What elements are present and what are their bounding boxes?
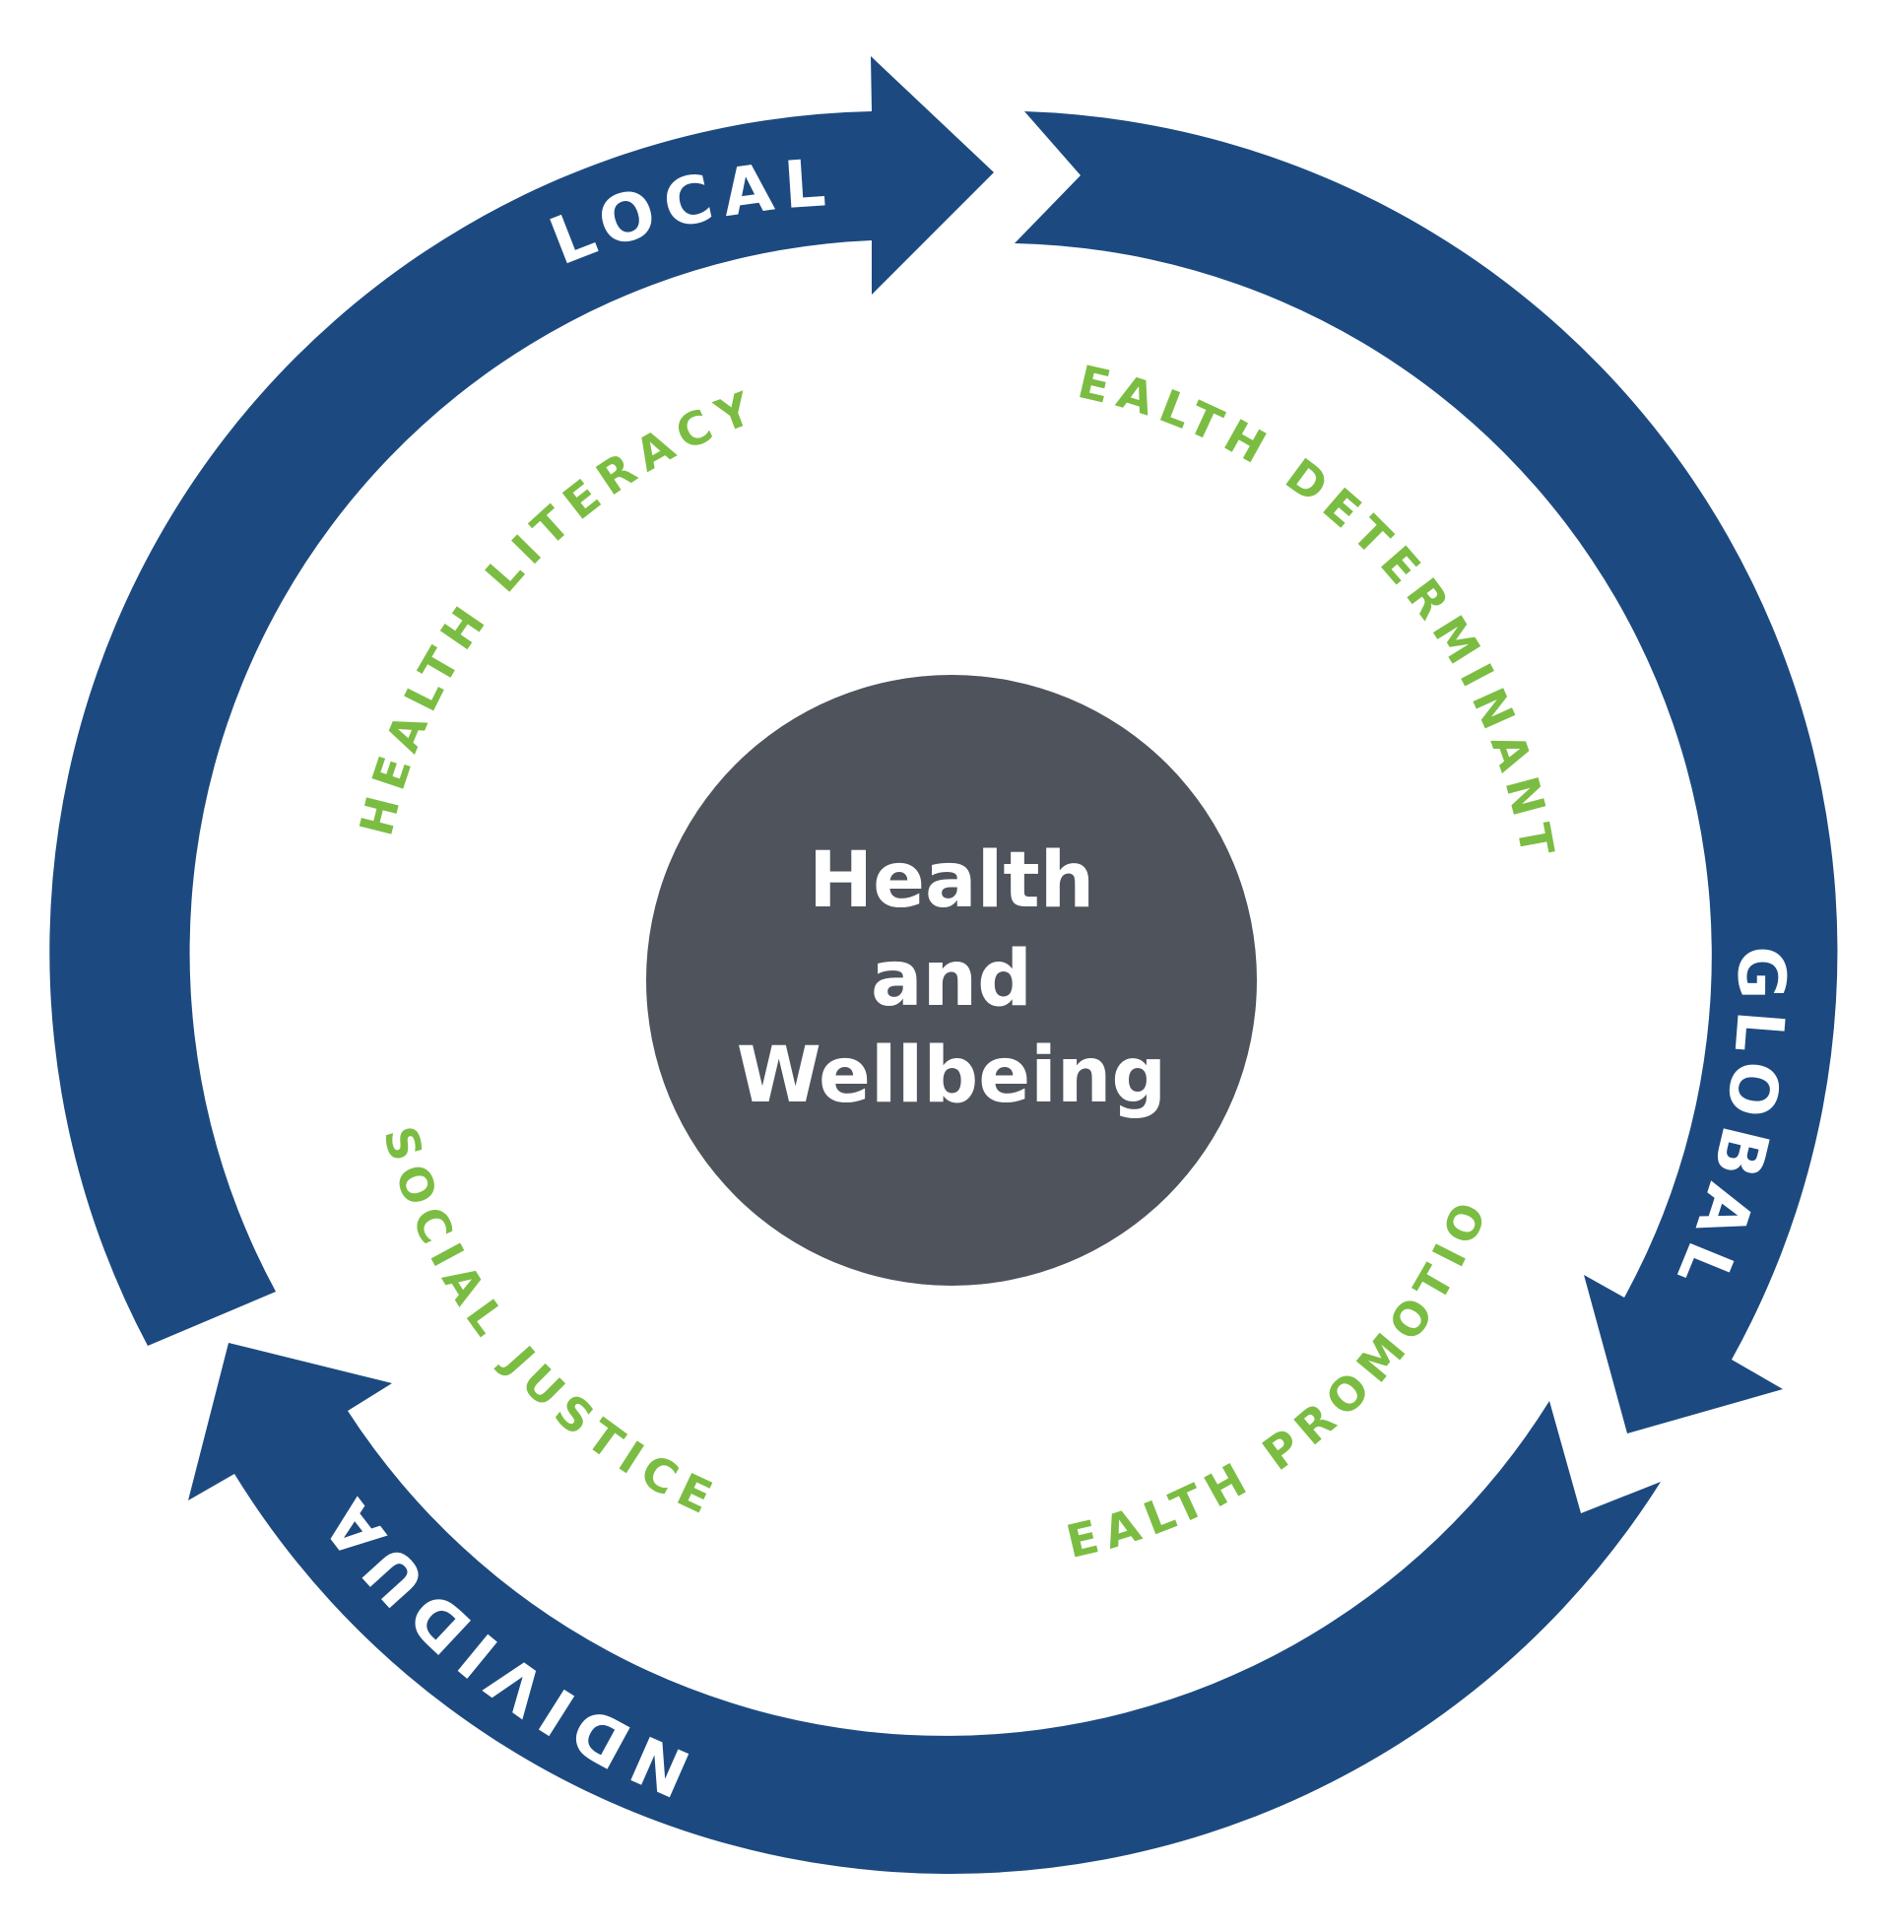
ring-arrow-individual: [188, 1343, 1661, 1874]
hub-title-line-3: Wellbeing: [737, 1032, 1166, 1120]
hub-title-line-2: and: [871, 935, 1032, 1024]
cycle-ring: [49, 56, 1838, 1874]
theme-label-health-literacy: HEALTH LITERACY: [350, 378, 767, 840]
ring-arrow-local: [49, 56, 995, 1346]
hub-circle: [646, 675, 1257, 1286]
hub-title-line-1: Health: [809, 836, 1094, 925]
hub: Health and Wellbeing: [646, 675, 1257, 1286]
ring-arrow-global: [1015, 111, 1838, 1433]
theme-label-social-justice: SOCIAL JUSTICE: [373, 1120, 728, 1527]
